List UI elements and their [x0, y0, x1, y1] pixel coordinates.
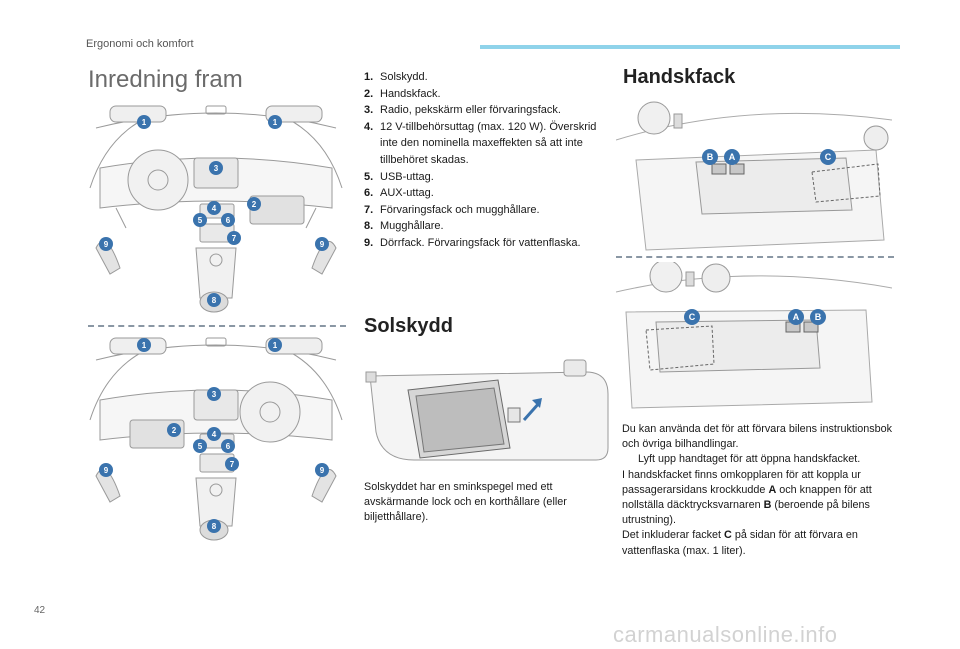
body1-post: (beroende på bilens utrustning).: [622, 499, 870, 527]
legend-num: 7.: [364, 203, 374, 216]
handskfack-text: Du kan använda det för att förvara bilen…: [622, 422, 894, 559]
callout-7: 7: [230, 460, 235, 469]
legend-text: Solskydd.: [380, 71, 428, 83]
solskydd-text: Solskyddet har en sminkspegel med ett av…: [364, 481, 567, 524]
callout-c: C: [825, 152, 832, 162]
callout-7: 7: [232, 234, 237, 243]
callout-5: 5: [198, 216, 203, 225]
legend-num: 2.: [364, 87, 374, 100]
page-number: 42: [34, 605, 46, 616]
callout-b: B: [707, 152, 714, 162]
body1-mid: och knappen för att nollställa däcktryck…: [622, 483, 872, 512]
callout-c: C: [689, 312, 696, 322]
callout-b: B: [815, 312, 822, 322]
solskydd-heading: Solskydd: [364, 315, 453, 337]
callout-6: 6: [226, 442, 231, 451]
callout-a: A: [729, 152, 736, 162]
body1-a: A: [768, 483, 777, 496]
handskfack-bullet: Lyft upp handtaget för att öppna handskf…: [622, 452, 894, 467]
dashboard-figure-rhd: 1 1 3 2 4 5 6 7 9 9 8: [86, 330, 346, 548]
legend-item: 5. USB-uttag.: [364, 169, 614, 186]
legend-num: 6.: [364, 187, 374, 200]
legend-text: USB-uttag.: [380, 170, 434, 183]
callout-8: 8: [212, 296, 217, 305]
callout-3: 3: [212, 390, 217, 399]
legend-num: 1.: [364, 71, 374, 83]
legend-num: 4.: [364, 120, 374, 133]
divider-left: [88, 325, 346, 327]
legend-item: 3. Radio, pekskärm eller förvaringsfack.: [364, 102, 614, 119]
bullet-text: Lyft upp handtaget för att öppna handskf…: [638, 453, 861, 466]
callout-5: 5: [198, 442, 203, 451]
legend-num: 9.: [364, 236, 374, 249]
legend-item: 2. Handskfack.: [364, 86, 614, 103]
callout-2: 2: [252, 200, 257, 209]
body2-post: på sidan för att förvara en vattenflaska…: [622, 529, 858, 557]
glovebox-figure-rhd: C A B: [616, 262, 892, 410]
callout-2: 2: [172, 426, 177, 435]
legend-item: 7. Förvaringsfack och mugghållare.: [364, 202, 614, 219]
handskfack-heading: Handskfack: [623, 66, 736, 88]
legend-text: Förvaringsfack och mugghållare.: [380, 203, 540, 216]
callout-4: 4: [212, 204, 217, 213]
legend-text: 12 V-tillbehörsuttag (max. 120 W). Övers…: [380, 120, 597, 166]
body1-b: B: [763, 499, 772, 512]
legend-item: 9. Dörrfack. Förvaringsfack för vattenfla…: [364, 235, 614, 252]
body1-pre: I handskfacket finns omkopplaren för att…: [622, 468, 861, 496]
callout-1b: 1: [273, 118, 278, 127]
callout-4: 4: [212, 430, 217, 439]
callout-9a: 9: [104, 466, 109, 475]
callout-1a: 1: [142, 118, 147, 127]
page-title: Inredning fram: [88, 66, 243, 93]
callout-1a: 1: [142, 341, 147, 350]
body2-c: C: [724, 529, 732, 542]
handskfack-body2: Det inkluderar facket C på sidan för att…: [622, 528, 894, 558]
legend-text: Mugghållare.: [380, 220, 444, 233]
callout-9a: 9: [104, 240, 109, 249]
body2-pre: Det inkluderar facket: [622, 529, 725, 542]
watermark: carmanualsonline.info: [613, 622, 838, 647]
legend-text: Radio, pekskärm eller förvaringsfack.: [380, 104, 561, 117]
legend-text: Handskfack.: [380, 87, 441, 100]
glovebox-figure-lhd: B A C: [616, 100, 892, 252]
legend-num: 3.: [364, 104, 374, 117]
callout-9b: 9: [320, 466, 325, 475]
legend-num: 5.: [364, 170, 374, 183]
sun-visor-figure: [364, 352, 616, 467]
header-accent-bar: [480, 45, 900, 49]
component-legend: 1. Solskydd. 2. Handskfack. 3. Radio, peksk…: [364, 69, 614, 252]
dashboard-figure-lhd: 1 1 3 2 4 5 6 7 9 9 8: [86, 98, 346, 320]
legend-num: 8.: [364, 220, 374, 233]
legend-item: 4. 12 V-tillbehörsuttag (max. 120 W). Öve…: [364, 119, 614, 169]
callout-a: A: [793, 312, 800, 322]
handskfack-intro: Du kan använda det för att förvara bilen…: [622, 423, 893, 451]
bullet-marker: [622, 452, 638, 467]
callout-1b: 1: [273, 341, 278, 350]
legend-item: 8. Mugghållare.: [364, 218, 614, 235]
callout-3: 3: [214, 164, 219, 173]
legend-item: 1. Solskydd.: [364, 69, 614, 86]
legend-item: 6. AUX-uttag.: [364, 185, 614, 202]
divider-right: [616, 256, 894, 258]
handskfack-body1: I handskfacket finns omkopplaren för att…: [622, 468, 894, 529]
legend-text: AUX-uttag.: [380, 187, 434, 200]
section-title: Ergonomi och komfort: [86, 38, 194, 50]
callout-6: 6: [226, 216, 231, 225]
legend-text: Dörrfack. Förvaringsfack för vattenflask…: [380, 236, 581, 249]
callout-8: 8: [212, 522, 217, 531]
callout-9b: 9: [320, 240, 325, 249]
